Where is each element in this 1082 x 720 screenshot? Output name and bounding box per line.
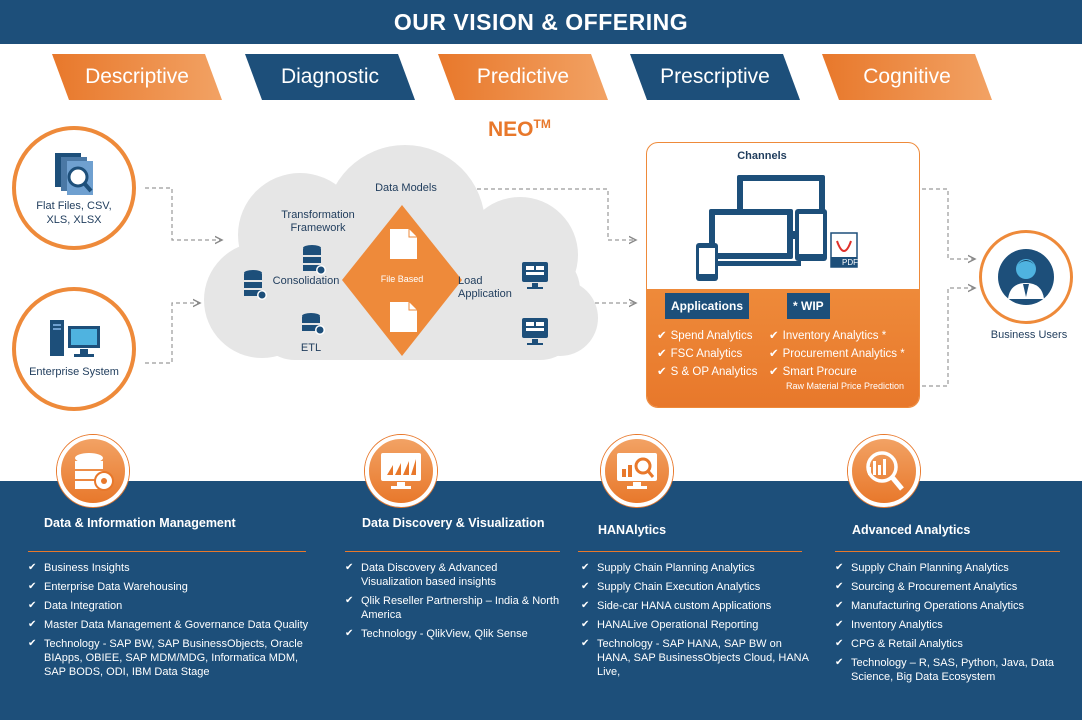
- consolidation-label: Consolidation: [272, 275, 340, 287]
- list-item: ✔S & OP Analytics: [657, 366, 758, 378]
- applications-panel: Applications * WIP ✔Spend Analytics ✔FSC…: [647, 289, 919, 407]
- list-item: ✔Smart Procure: [769, 366, 857, 378]
- list-item: Data Discovery & Advanced Visualization …: [345, 561, 560, 589]
- source-enterprise-system-label: Enterprise System: [29, 366, 119, 379]
- stage-prescriptive: Prescriptive: [630, 54, 800, 100]
- list-item-note: Raw Material Price Prediction: [786, 381, 905, 391]
- offering-title: HANAlytics: [598, 523, 667, 537]
- computer-icon: [50, 320, 100, 358]
- monitor-chart-icon: [381, 453, 421, 489]
- transformation-framework-label: Transformation Framework: [281, 209, 355, 235]
- list-item: Technology - QlikView, Qlik Sense: [345, 627, 560, 641]
- stage-diagnostic: Diagnostic: [245, 54, 415, 100]
- pdf-label: PDF: [842, 258, 858, 267]
- wip-list: ✔Inventory Analytics * ✔Procurement Anal…: [769, 327, 905, 393]
- etl-label: ETL: [300, 342, 322, 354]
- list-item: Side-car HANA custom Applications: [581, 599, 816, 613]
- list-item: Business Insights: [28, 561, 313, 575]
- offering-list: Supply Chain Planning Analytics Sourcing…: [835, 561, 1070, 689]
- list-item: Supply Chain Execution Analytics: [581, 580, 816, 594]
- list-item: Manufacturing Operations Analytics: [835, 599, 1070, 613]
- list-item: ✔Procurement Analytics *: [769, 348, 905, 360]
- offering-title: Data Discovery & Visualization: [362, 516, 545, 530]
- list-item: Technology – R, SAS, Python, Java, Data …: [835, 656, 1070, 684]
- file-based-diamond: [342, 205, 462, 356]
- data-models-label: Data Models: [375, 182, 437, 194]
- applications-tag: Applications: [665, 293, 750, 319]
- offering-divider: [345, 551, 560, 552]
- devices-icon: [696, 175, 858, 281]
- business-users-circle: [979, 230, 1073, 324]
- list-item: Inventory Analytics: [835, 618, 1070, 632]
- list-item: Enterprise Data Warehousing: [28, 580, 313, 594]
- analytics-search-icon: [866, 451, 904, 491]
- source-flat-files-label: Flat Files, CSV, XLS, XLSX: [36, 199, 112, 226]
- list-item: Sourcing & Procurement Analytics: [835, 580, 1070, 594]
- offering-list: Business Insights Enterprise Data Wareho…: [28, 561, 313, 684]
- business-users-label: Business Users: [990, 329, 1068, 341]
- user-icon: [998, 249, 1054, 305]
- offering-icon-circle: [601, 435, 673, 507]
- monitor-search-icon: [617, 453, 657, 489]
- offering-divider: [578, 551, 802, 552]
- offering-icon-circle: [848, 435, 920, 507]
- list-item: Technology - SAP HANA, SAP BW on HANA, S…: [581, 637, 816, 679]
- file-search-icon: [55, 152, 93, 195]
- database-gear-icon: [75, 453, 114, 491]
- stage-predictive: Predictive: [438, 54, 608, 100]
- wip-tag: * WIP: [787, 293, 830, 319]
- list-item: HANALive Operational Reporting: [581, 618, 816, 632]
- offering-icon-circle: [57, 435, 129, 507]
- list-item: ✔Inventory Analytics *: [769, 330, 887, 342]
- offering-title: Advanced Analytics: [852, 523, 971, 537]
- stage-cognitive: Cognitive: [822, 54, 992, 100]
- list-item: ✔FSC Analytics: [657, 348, 743, 360]
- list-item: Qlik Reseller Partnership – India & Nort…: [345, 594, 560, 622]
- list-item: Technology - SAP BW, SAP BusinessObjects…: [28, 637, 313, 679]
- source-enterprise-system: Enterprise System: [12, 287, 136, 411]
- offering-title: Data & Information Management: [44, 516, 236, 530]
- source-flat-files: Flat Files, CSV, XLS, XLSX: [12, 126, 136, 250]
- file-based-label: File Based: [380, 274, 424, 284]
- offering-divider: [835, 551, 1060, 552]
- load-application-label: Load Application: [458, 275, 512, 301]
- load-application-icons: [522, 262, 548, 345]
- channels-title: Channels: [737, 150, 787, 162]
- list-item: Supply Chain Planning Analytics: [581, 561, 816, 575]
- offering-divider: [28, 551, 306, 552]
- database-icons: [244, 245, 326, 335]
- stage-descriptive: Descriptive: [52, 54, 222, 100]
- list-item: Master Data Management & Governance Data…: [28, 618, 313, 632]
- list-item: Supply Chain Planning Analytics: [835, 561, 1070, 575]
- offering-list: Supply Chain Planning Analytics Supply C…: [581, 561, 816, 684]
- neo-label: NEOTM: [488, 117, 551, 141]
- list-item: CPG & Retail Analytics: [835, 637, 1070, 651]
- offering-list: Data Discovery & Advanced Visualization …: [345, 561, 560, 646]
- list-item: Data Integration: [28, 599, 313, 613]
- applications-list: ✔Spend Analytics ✔FSC Analytics ✔S & OP …: [657, 327, 757, 381]
- channels-panel: Channels PDF Applications * WIP ✔Spend A…: [646, 142, 920, 408]
- list-item: ✔Spend Analytics: [657, 330, 753, 342]
- page-title: OUR VISION & OFFERING: [0, 0, 1082, 44]
- offering-icon-circle: [365, 435, 437, 507]
